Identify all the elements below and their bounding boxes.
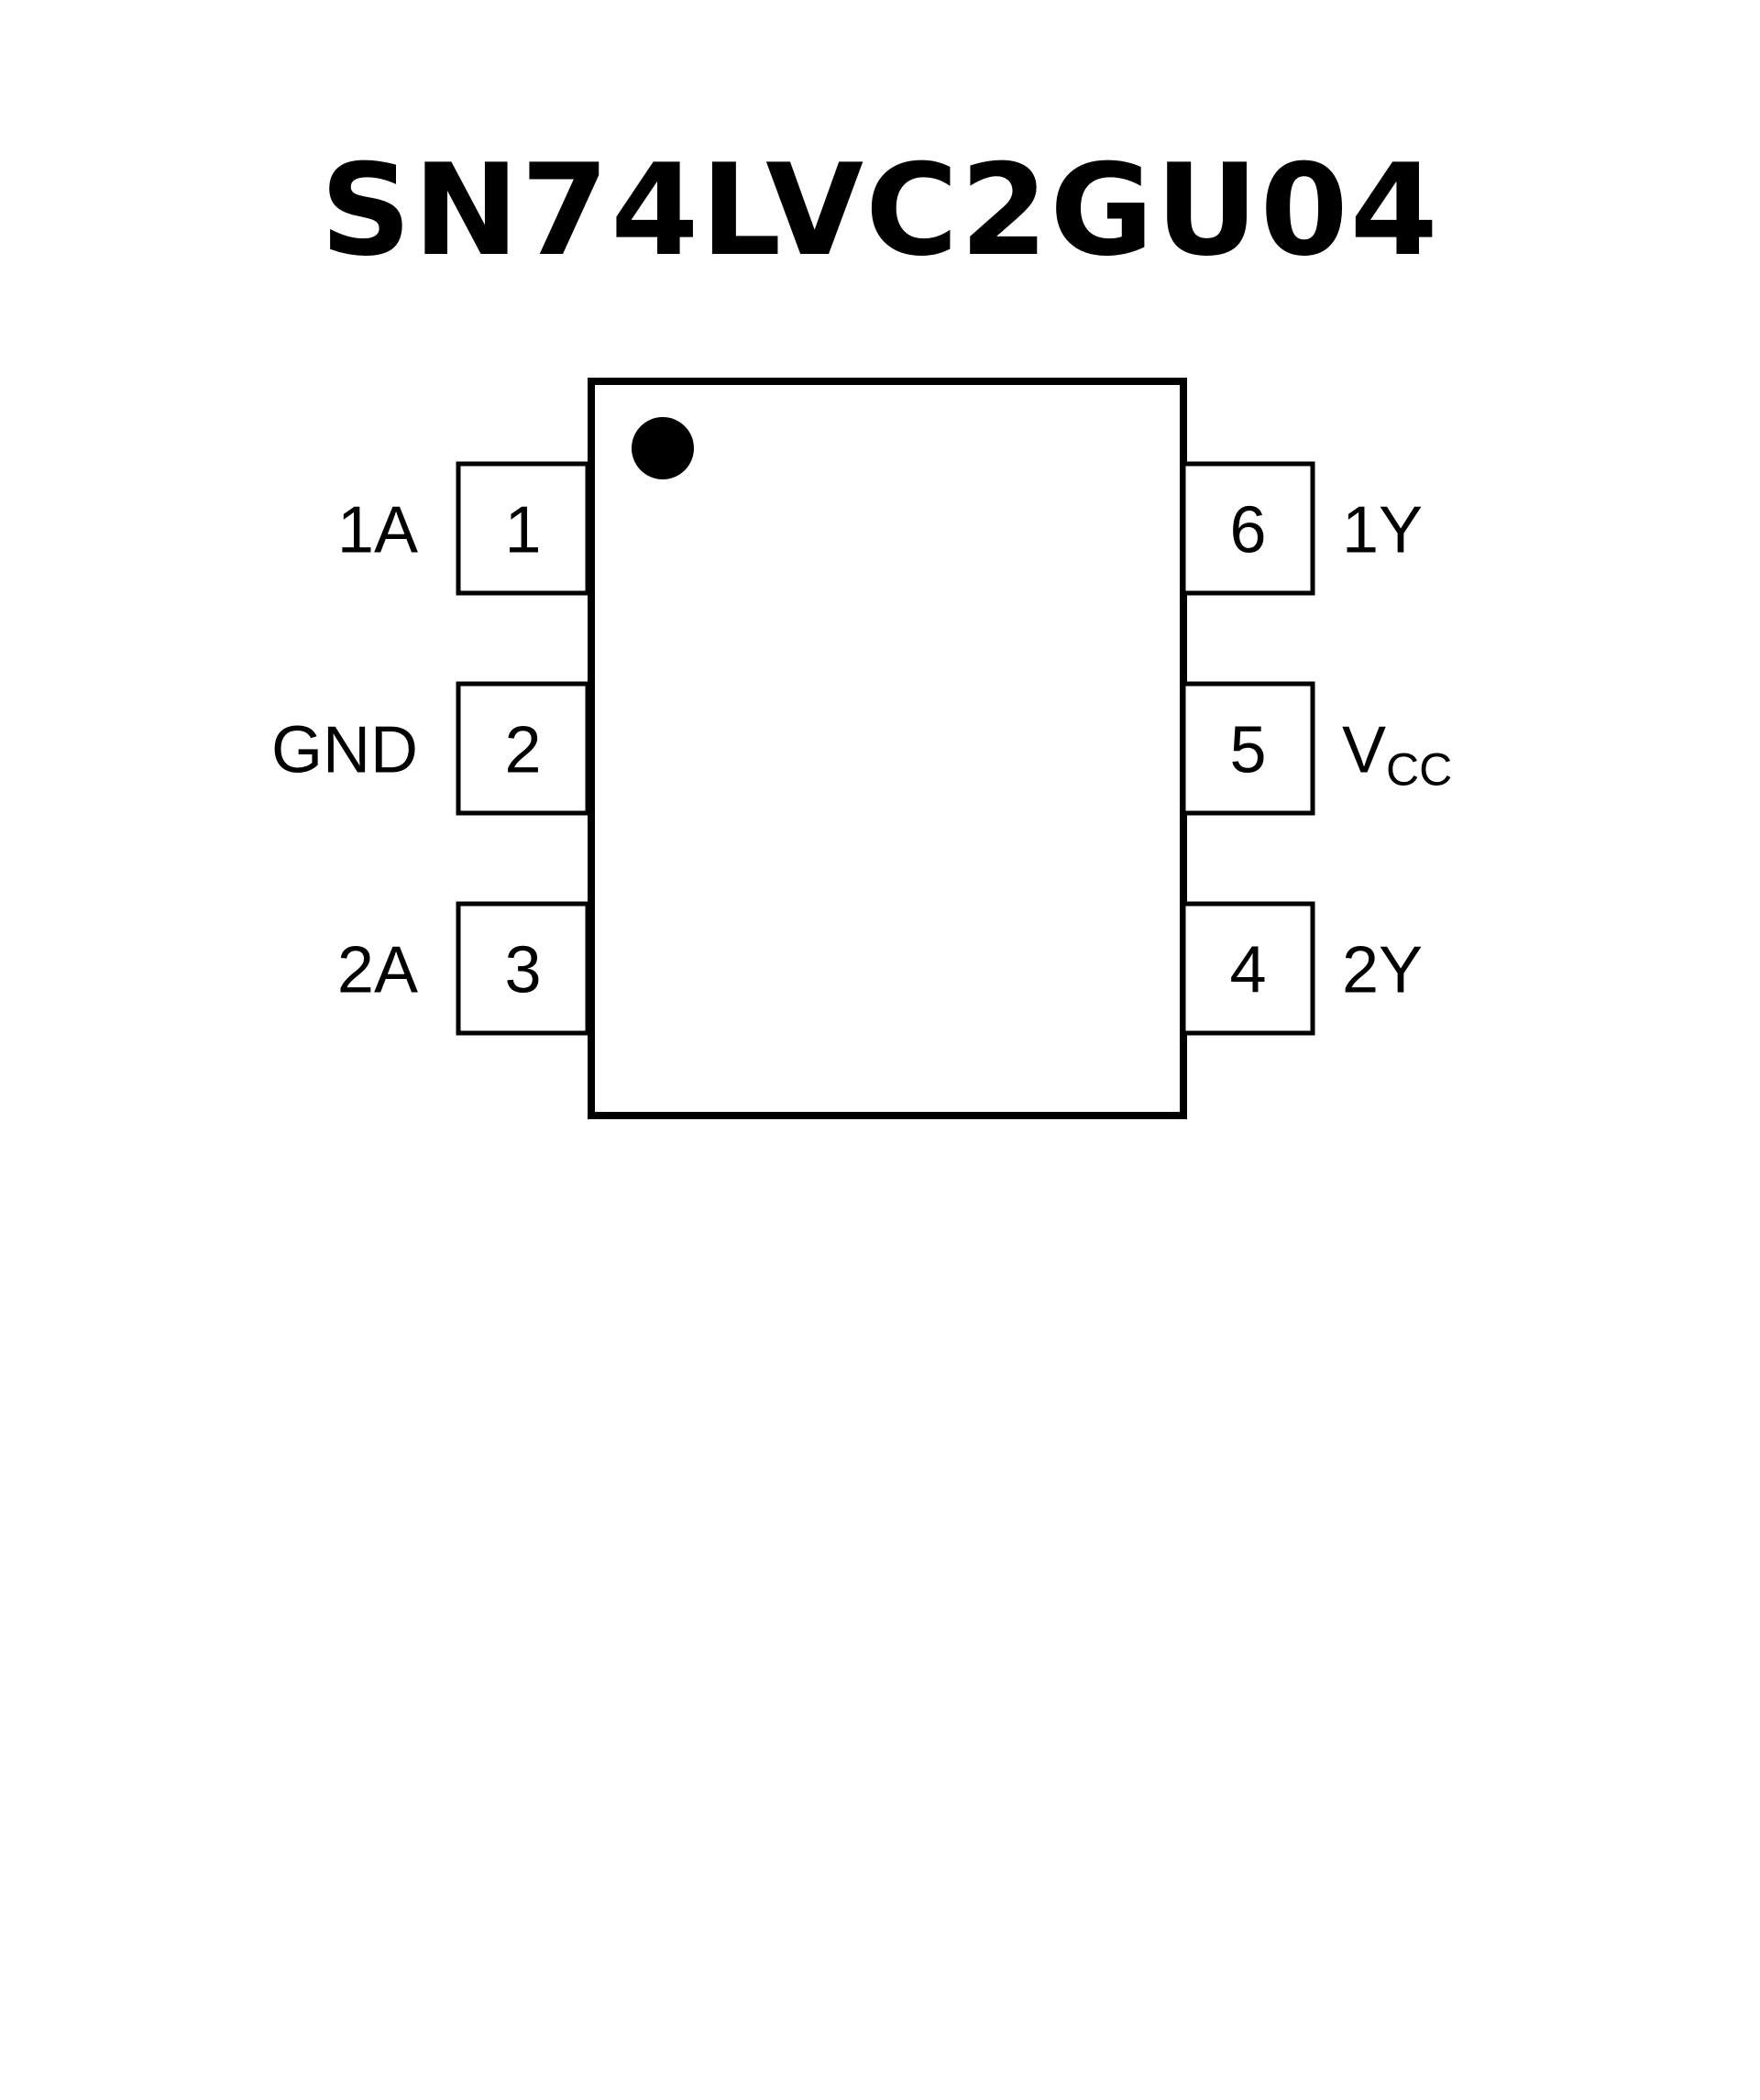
pin-number: 4 bbox=[1229, 934, 1266, 1007]
pin-4: 4 2Y bbox=[1181, 901, 1423, 1036]
pin-1: 1 1A bbox=[337, 461, 590, 596]
pin-box bbox=[456, 901, 590, 1036]
pin-name: 1A bbox=[337, 494, 418, 567]
pin-box bbox=[456, 681, 590, 816]
chip-title: SN74LVC2GU04 bbox=[320, 137, 1440, 284]
pin-number: 5 bbox=[1229, 714, 1266, 787]
pin-3: 3 2A bbox=[337, 901, 590, 1036]
pin-box bbox=[456, 461, 590, 596]
pin-name: 2A bbox=[337, 934, 418, 1007]
pin-box bbox=[1181, 901, 1315, 1036]
pin-6: 6 1Y bbox=[1181, 461, 1423, 596]
pin-number: 3 bbox=[504, 934, 541, 1007]
pin-box bbox=[1181, 681, 1315, 816]
pin-5: 5 VCC bbox=[1181, 681, 1452, 816]
chip-body bbox=[588, 378, 1187, 1119]
pin-number: 1 bbox=[504, 494, 541, 567]
pin-name: 1Y bbox=[1342, 494, 1423, 567]
pin-name: VCC bbox=[1342, 714, 1452, 796]
pin-2: 2 GND bbox=[271, 681, 590, 816]
pin-number: 2 bbox=[504, 714, 541, 787]
pin1-marker-dot bbox=[632, 417, 694, 479]
pin-box bbox=[1181, 461, 1315, 596]
pin-name: 2Y bbox=[1342, 934, 1423, 1007]
pin-number: 6 bbox=[1229, 494, 1266, 567]
pin-name: GND bbox=[271, 714, 418, 787]
